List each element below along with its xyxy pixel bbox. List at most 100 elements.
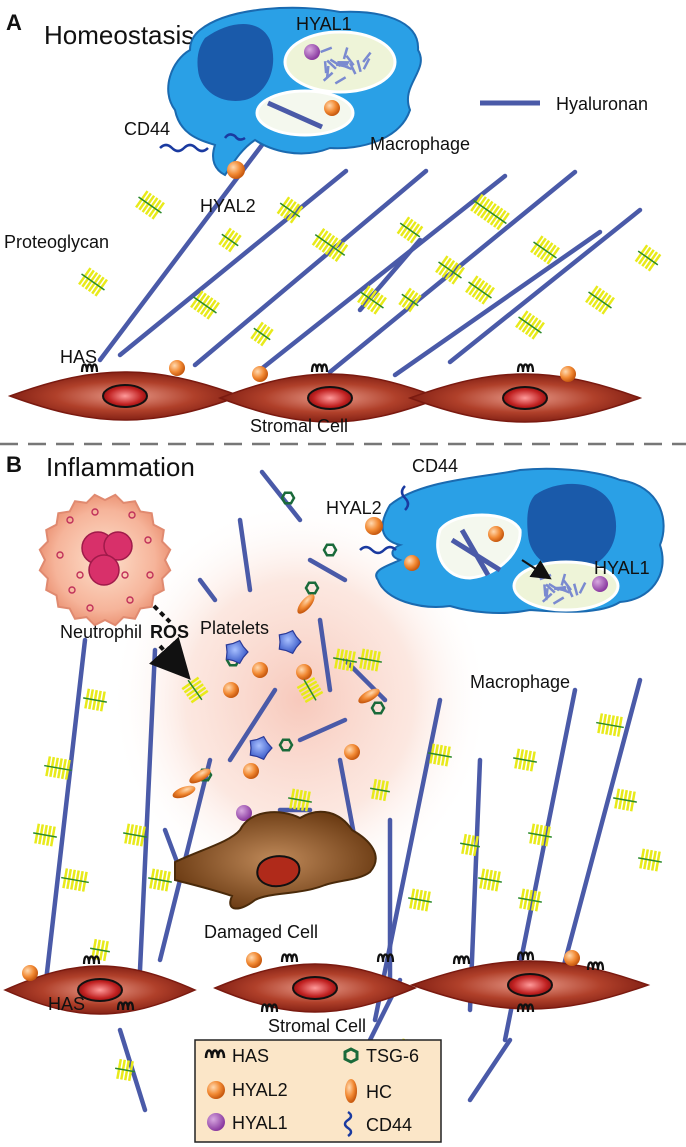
proteoglycan-core [279,202,301,218]
proteoglycan-a-14 [585,285,615,315]
legend-has-icon [204,1049,226,1059]
hyaluronan-strand-a-3 [257,173,508,373]
proteoglycan-b-24 [115,1058,135,1082]
has-b2 [116,1001,135,1011]
hyaluronan-fragment [362,51,372,63]
panel-inflammation: B Inflammation Neutrophil ROS Platelets [3,452,665,1143]
stromal-nucleus [502,386,548,410]
label-hyal1-a: HYAL1 [296,14,352,34]
hyal2-a [227,161,245,179]
proteoglycan-core [193,296,217,314]
label-hyal2-b: HYAL2 [326,498,382,518]
proteoglycan-b-9 [358,648,382,672]
hyaluronan-fragment [342,47,349,60]
proteoglycan-b-4 [61,868,89,892]
tsg6-b-0 [280,491,296,505]
proteoglycan-core [408,897,432,903]
proteoglycan-core [513,757,537,763]
hyaluronan-strand-a-2 [192,168,429,368]
proteoglycan-core [401,293,419,307]
damaged-cell-nucleus [256,855,301,888]
hyaluronan-fragment [323,61,328,74]
proteoglycan-core [588,291,612,309]
proteoglycan-core [314,234,346,256]
has-b6 [452,955,471,965]
hyal1-b [592,576,608,592]
platelet-2 [278,629,302,655]
vesicle-hyaluronan-a [266,100,324,130]
inflammation-zone [110,500,490,900]
neutrophil-granule [126,596,134,604]
tsg6-b-2 [304,581,320,595]
hyaluronan-fragment [552,596,565,605]
proteoglycan-core [438,261,462,279]
proteoglycan-a-13 [515,310,545,340]
proteoglycan-b-18 [596,713,624,737]
macrophage-a-nucleus [197,24,274,101]
legend-label-cd44: CD44 [366,1115,412,1135]
legend-label-hc: HC [366,1082,392,1102]
proteoglycan-a-6 [311,228,349,262]
hyal2-a3 [560,366,576,382]
hyaluronan-fragment [543,584,547,597]
platelets [225,629,302,761]
legend-label-hyal2: HYAL2 [232,1080,288,1100]
hyal2-b-loose-3 [252,662,268,678]
proteoglycan-b-22 [460,833,480,857]
neutrophil-granule [66,516,74,524]
legend-hc-icon [345,1079,357,1103]
hyal2-b-loose-0 [223,682,239,698]
proteoglycan-b-19 [613,788,637,812]
label-proteoglycan: Proteoglycan [4,232,109,252]
hyal2-b-loose-1 [344,744,360,760]
proteoglycan-core [637,250,659,266]
proteoglycan-core [428,752,452,758]
has-b1 [82,955,101,965]
heavy-chain-b-1 [358,688,380,704]
proteoglycan-a-2 [218,227,242,253]
proteoglycan-b-13 [428,743,452,767]
proteoglycan-core [473,199,507,225]
legend-box [194,1039,442,1143]
proteoglycan-core [221,233,239,247]
legend-tsg6-icon [343,1047,359,1064]
legend-hyal1-icon [207,1113,225,1131]
proteoglycan-core [303,679,317,701]
hyaluronan-strand-a-5 [392,229,603,378]
hyal2-b-loose-2 [243,763,259,779]
proteoglycan-core [115,1067,135,1073]
label-has-a: HAS [60,347,97,367]
proteoglycan-core [638,857,662,863]
hyaluronan-fragment [566,585,574,598]
proteoglycan-b-16 [528,823,552,847]
ros-dash-top [152,604,172,624]
proteoglycan-b-21 [518,888,542,912]
proteoglycan-core [333,657,357,663]
proteoglycan-a-5 [250,321,274,347]
neutrophil-granule [68,586,76,594]
panel-homeostasis: A Homeostasis HYAL1 Hyaluronan CD44 Macr… [4,6,662,436]
hyaluronan-strand-b-13 [337,757,358,843]
hyaluronan-fragment [572,583,579,596]
proteoglycan-b-11 [288,788,312,812]
proteoglycan-a-8 [396,216,424,244]
proteoglycan-core [478,877,502,883]
hyal1-a [304,44,320,60]
proteoglycan-core [613,797,637,803]
hyaluronan-strand-b-19 [467,1037,513,1103]
hyaluronan-fragment [557,586,570,594]
stromal-nucleus [292,976,338,1000]
proteoglycan-core [288,797,312,803]
stromal-nucleus [507,973,553,997]
stromal-cells-b [3,950,651,1015]
proteoglycan-core [468,281,492,299]
tsg6-b-4 [370,701,386,715]
proteoglycan-core [399,222,421,238]
proteoglycan-b-20 [638,848,662,872]
proteoglycan-core [253,327,271,341]
label-cd44-b: CD44 [412,456,458,476]
proteoglycan-core [187,679,203,701]
label-hyal2-a: HYAL2 [200,196,256,216]
legend-label-hyal1: HYAL1 [232,1113,288,1133]
tsg6-b-1 [322,543,338,557]
